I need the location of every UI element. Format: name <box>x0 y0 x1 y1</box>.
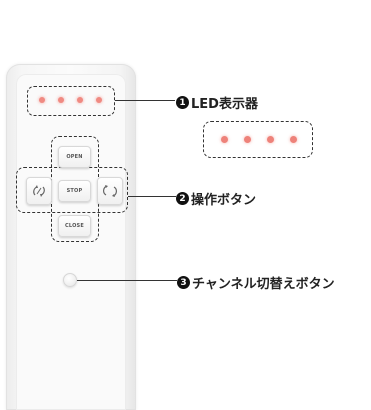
leader-line-channel <box>77 280 177 281</box>
led-indicator-enlarged <box>203 121 313 158</box>
led-indicator-highlight <box>27 86 115 116</box>
remote-face-panel <box>16 74 126 410</box>
led-dot <box>58 97 64 103</box>
callout-channel-switch: 3 チャンネル切替えボタン <box>177 273 335 292</box>
led-dot-enlarged <box>290 136 297 143</box>
open-button[interactable]: OPEN <box>58 146 91 168</box>
callout-label-led: LED表示器 <box>191 97 258 112</box>
callout-led-indicator: 1 LED表示器 <box>176 93 258 112</box>
led-dot <box>96 97 102 103</box>
callout-label-channel: チャンネル切替えボタン <box>192 277 335 292</box>
callout-label-operation: 操作ボタン <box>191 193 257 208</box>
leader-line-operation <box>128 196 176 197</box>
led-dot <box>77 97 83 103</box>
led-dot-enlarged <box>244 136 251 143</box>
channel-switch-button[interactable] <box>63 273 77 287</box>
rotate-left-button[interactable] <box>26 177 52 205</box>
callout-number-2: 2 <box>176 192 189 205</box>
rotate-right-button[interactable] <box>97 177 123 205</box>
rotate-cw-icon <box>103 185 117 197</box>
close-button[interactable]: CLOSE <box>58 215 91 237</box>
led-dot-enlarged <box>221 136 228 143</box>
rotate-ccw-icon <box>33 185 45 197</box>
leader-line-led <box>115 100 175 101</box>
callout-number-1: 1 <box>176 96 189 109</box>
stop-button[interactable]: STOP <box>58 180 91 202</box>
led-dot-enlarged <box>267 136 274 143</box>
remote-control-body <box>6 64 136 410</box>
led-dot <box>39 97 45 103</box>
callout-number-3: 3 <box>177 276 190 289</box>
callout-operation-buttons: 2 操作ボタン <box>176 189 256 208</box>
